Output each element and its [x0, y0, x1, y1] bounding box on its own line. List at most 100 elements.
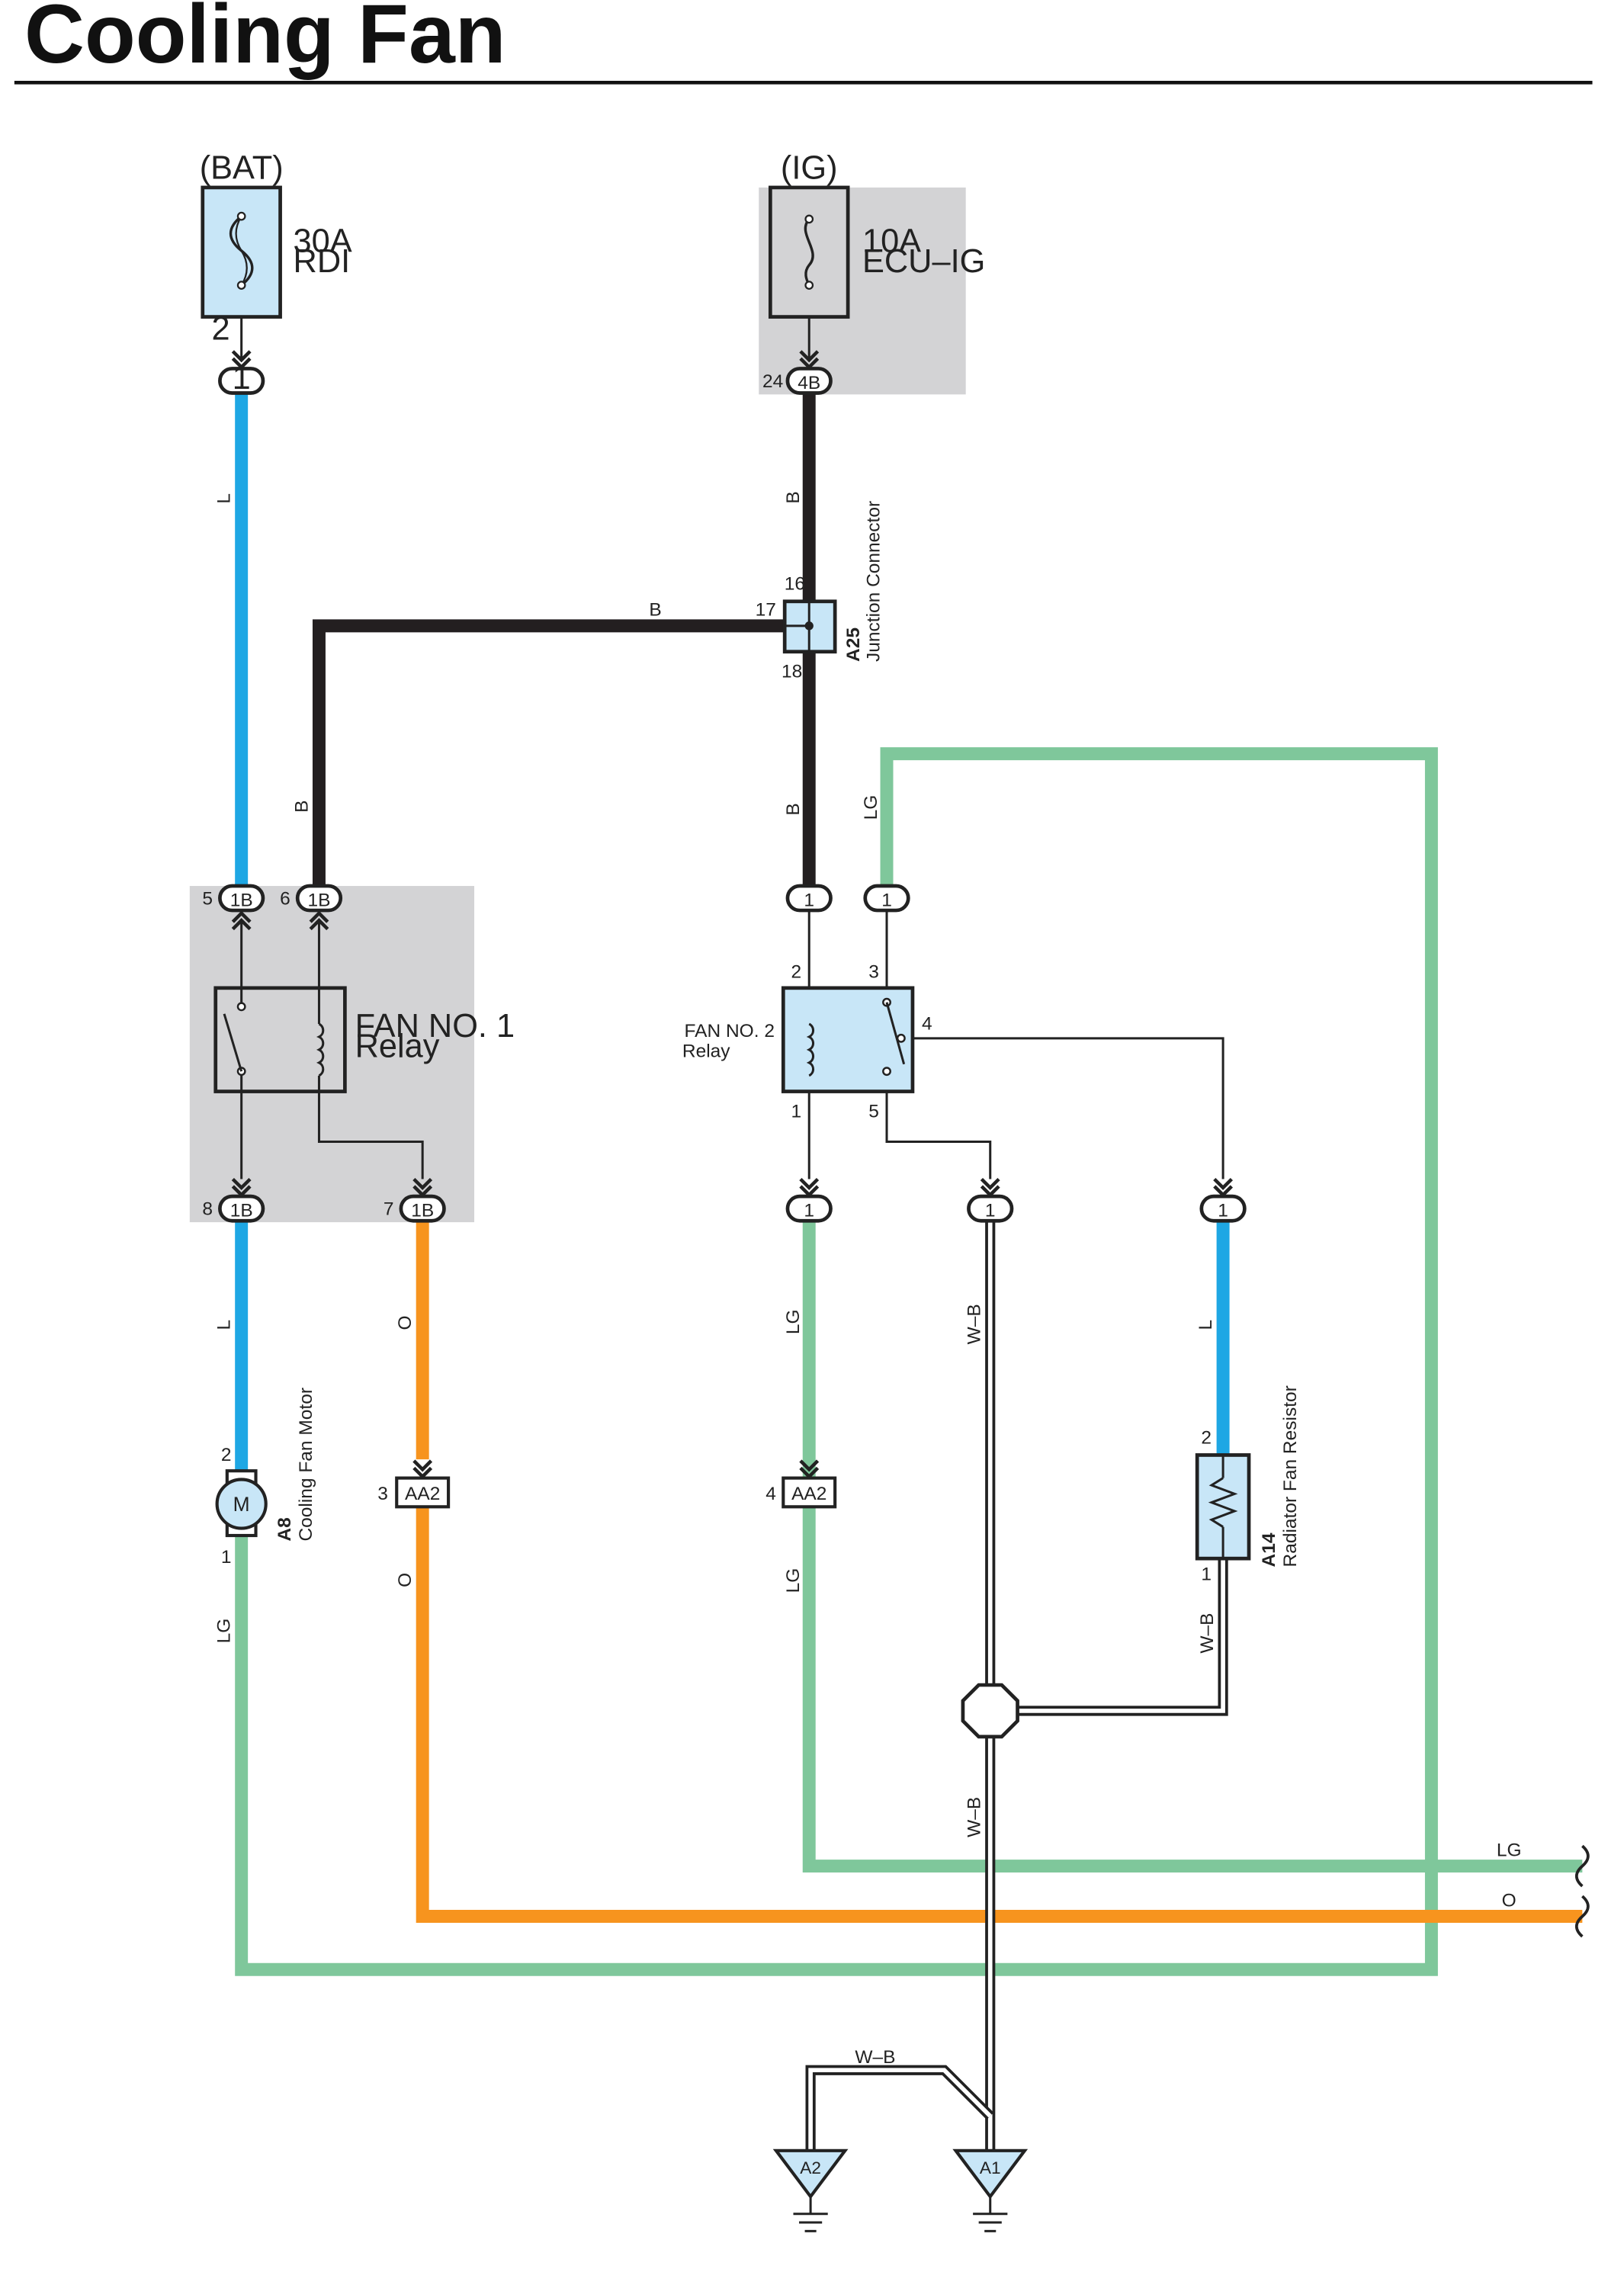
- aa2-right-pin: 4: [765, 1484, 776, 1504]
- connector-aa2-right: AA2: [782, 1476, 837, 1509]
- resistor-name: Radiator Fan Resistor: [1280, 1385, 1301, 1567]
- ig-pin-label: 24: [762, 371, 783, 392]
- connector-relay2-pin5: 1: [967, 1194, 1014, 1223]
- ig-fuse-name: ECU–IG: [862, 243, 985, 280]
- svg-text:1: 1: [1218, 1201, 1228, 1221]
- junction-connector-a25: [782, 599, 837, 654]
- svg-text:4B: 4B: [798, 373, 820, 393]
- wire-label-wb-lower: W–B: [964, 1797, 985, 1837]
- wire-label-b-relay2: B: [783, 803, 804, 815]
- relay1-name-line1: FAN NO. 1: [355, 1008, 515, 1045]
- wire-label-lg-motor: LG: [214, 1619, 235, 1644]
- wire-label-lg-mid: LG: [783, 1309, 804, 1334]
- connector-arrows: [231, 350, 1234, 1479]
- svg-text:1: 1: [881, 890, 892, 910]
- wire-label-l-upper: L: [214, 493, 235, 504]
- svg-text:1B: 1B: [411, 1201, 434, 1221]
- motor-pin2: 2: [221, 1445, 232, 1465]
- relay1-pin8-label: 8: [202, 1199, 213, 1220]
- radiator-fan-resistor: [1195, 1453, 1251, 1561]
- wire-label-wb-upper: W–B: [964, 1304, 985, 1344]
- svg-text:1B: 1B: [230, 1201, 253, 1221]
- ground-a2: [772, 2148, 849, 2232]
- motor-id: A8: [274, 1517, 295, 1541]
- wire-label-o-lower: O: [395, 1573, 416, 1587]
- wire-o-aa2-to-edge: [416, 1507, 1583, 1924]
- resistor-pin2: 2: [1201, 1427, 1212, 1448]
- relay1-pin5-label: 5: [202, 889, 213, 910]
- relay1-pin6-label: 6: [280, 889, 290, 910]
- wire-label-wb-resistor: W–B: [1197, 1613, 1218, 1653]
- svg-text:1: 1: [233, 360, 251, 396]
- connector-relay2-pin4: 1: [1199, 1194, 1247, 1223]
- junction-pin17: 17: [756, 600, 776, 621]
- relay2-pin3: 3: [868, 962, 879, 983]
- connector-relay2-pin3: 1: [863, 884, 910, 913]
- resistor-pin1: 1: [1201, 1564, 1212, 1584]
- wire-label-l-resistor: L: [1196, 1320, 1216, 1330]
- relay1-pin7-label: 7: [384, 1199, 394, 1220]
- bat-fuse-rating: 30A: [294, 223, 352, 260]
- wire-label-b-horizontal: B: [649, 600, 661, 621]
- resistor-id: A14: [1259, 1532, 1279, 1567]
- junction-pin16: 16: [785, 574, 805, 595]
- ig-fuse: [768, 185, 850, 319]
- wire-break-o-icon: [1574, 1895, 1590, 1938]
- ig-fuse-rating: 10A: [862, 223, 921, 260]
- svg-text:1: 1: [804, 1201, 814, 1221]
- junction-name: Junction Connector: [864, 501, 884, 662]
- arrow-aa2-left: [412, 1459, 433, 1479]
- wire-label-b-upper: B: [783, 491, 804, 503]
- relay2-body: [781, 986, 915, 1093]
- relay1-name-line2: Relay: [355, 1028, 440, 1064]
- wire-label-wb-ground: W–B: [855, 2047, 895, 2068]
- svg-text:1B: 1B: [307, 890, 330, 910]
- arrow-relay2-pin5: [980, 1177, 1000, 1198]
- connector-relay2-pin2: 1: [785, 884, 833, 913]
- connector-ig: 4B: [785, 367, 833, 395]
- wire-label-l-lower: L: [214, 1320, 235, 1330]
- wire-label-o-edge: O: [1502, 1890, 1516, 1911]
- relay2-name-line2: Relay: [682, 1041, 730, 1061]
- wire-lg-aa2-to-edge: [802, 1507, 1583, 1873]
- relay2-pin2: 2: [791, 962, 801, 983]
- wire-label-b-relay1: B: [291, 801, 312, 813]
- connector-relay1-pin5: 1B: [218, 884, 265, 913]
- wire-label-lg-edge: LG: [1497, 1840, 1522, 1860]
- relay2-pin5: 5: [868, 1101, 879, 1122]
- relay1-body: [213, 986, 347, 1093]
- connector-relay1-pin7: 1B: [399, 1194, 446, 1223]
- wire-lg-relay2-loop: [235, 747, 1438, 1976]
- wire-b-junction-to-relay1: [312, 619, 785, 887]
- arrow-relay2-pin1: [799, 1177, 820, 1198]
- wire-break-lg-icon: [1574, 1844, 1590, 1888]
- svg-text:1: 1: [985, 1201, 996, 1221]
- wire-label-o-upper: O: [395, 1315, 416, 1330]
- junction-pin18: 18: [782, 662, 802, 682]
- connector-relay2-pin1: 1: [785, 1194, 833, 1223]
- connector-relay1-pin6: 1B: [295, 884, 343, 913]
- connector-aa2-left: AA2: [395, 1476, 451, 1509]
- wire-label-lg-relay2: LG: [861, 795, 881, 820]
- wire-wb-resistor-to-splice: [1016, 1558, 1228, 1716]
- cooling-fan-motor: M: [215, 1469, 268, 1538]
- ground-a2-label: A2: [800, 2158, 821, 2177]
- ground-a1-label: A1: [980, 2158, 1001, 2177]
- svg-text:AA2: AA2: [791, 1484, 826, 1504]
- connector-relay1-pin8: 1B: [218, 1194, 265, 1223]
- ground-splice-point: [961, 1683, 1019, 1739]
- arrow-relay2-pin4: [1213, 1177, 1234, 1198]
- relay2-pin1: 1: [791, 1101, 801, 1122]
- arrow-relay1-pin5: [231, 910, 252, 931]
- ig-fuse-box-background: [759, 187, 966, 395]
- page-title: Cooling Fan: [24, 0, 505, 81]
- connector-bat: 1: [218, 360, 265, 396]
- ig-source-label: (IG): [781, 150, 838, 187]
- motor-name: Cooling Fan Motor: [296, 1388, 316, 1542]
- arrow-relay1-pin6: [309, 910, 329, 931]
- wire-label-lg-lower: LG: [783, 1568, 804, 1593]
- junction-id: A25: [843, 627, 864, 662]
- bat-source-label: (BAT): [200, 150, 284, 187]
- bat-fuse: [201, 185, 282, 319]
- relay2-pin4: 4: [922, 1014, 932, 1035]
